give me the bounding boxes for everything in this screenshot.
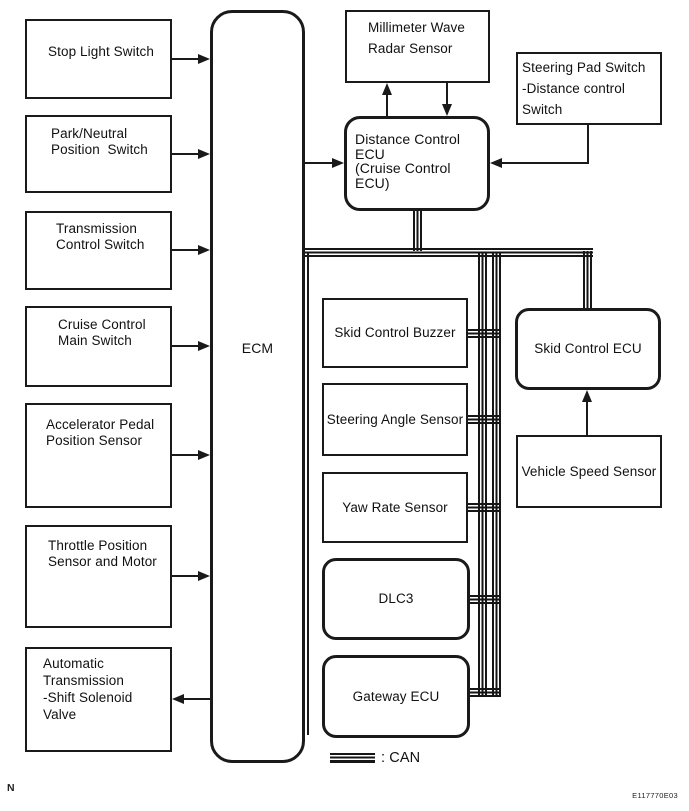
arrowhead-skid-control-ecu xyxy=(582,390,592,402)
arrowhead-stop-light xyxy=(198,54,210,64)
box-stop-light-switch: Stop Light Switch xyxy=(25,19,172,99)
box-accelerator-pedal-position-sensor: Accelerator Pedal Position Sensor xyxy=(25,403,172,508)
arrow-ecm-to-distance-ecu xyxy=(305,162,333,164)
box-label: Gateway ECU xyxy=(352,688,440,704)
box-steering-pad-switch: Steering Pad Switch -Distance control Sw… xyxy=(516,52,662,125)
box-transmission-control-switch: Transmission Control Switch xyxy=(25,211,172,290)
can-bus-drop-to-skid-control-ecu xyxy=(583,251,592,308)
box-label: Skid Control ECU xyxy=(534,341,642,356)
arrow-throttle-to-ecm xyxy=(172,575,199,577)
box-label: Throttle Position Sensor and Motor xyxy=(48,538,157,569)
arrowhead-distance-ecu-left xyxy=(332,158,344,168)
box-label: Steering Angle Sensor xyxy=(326,411,464,427)
can-bus-drop-from-distance-ecu xyxy=(413,209,422,251)
connector-steering-pad-horizontal xyxy=(502,162,589,164)
box-vehicle-speed-sensor: Vehicle Speed Sensor xyxy=(516,435,662,508)
box-skid-control-ecu: Skid Control ECU xyxy=(515,308,661,390)
box-throttle-position-sensor-and-motor: Throttle Position Sensor and Motor xyxy=(25,525,172,628)
box-steering-angle-sensor: Steering Angle Sensor xyxy=(322,383,468,456)
arrow-park-neutral-to-ecm xyxy=(172,153,199,155)
arrow-transmission-to-ecm xyxy=(172,249,199,251)
arrowhead-distance-ecu-down xyxy=(442,104,452,116)
figure-code: E117770E03 xyxy=(632,791,678,800)
box-dlc3: DLC3 xyxy=(322,558,470,640)
box-label: Distance Control ECU (Cruise Control ECU… xyxy=(355,131,461,191)
arrow-vehicle-speed-line xyxy=(586,401,588,435)
box-label: Vehicle Speed Sensor xyxy=(521,463,657,479)
box-label: Accelerator Pedal Position Sensor xyxy=(46,417,155,448)
connector-steering-pad-vertical xyxy=(587,125,589,164)
arrowhead-throttle xyxy=(198,571,210,581)
can-bus-line-along-ecm xyxy=(307,252,309,735)
box-label: Millimeter Wave Radar Sensor xyxy=(368,20,466,56)
arrow-accel-pedal-to-ecm xyxy=(172,454,199,456)
can-bus-vertical-outer xyxy=(492,253,501,697)
box-skid-control-buzzer: Skid Control Buzzer xyxy=(322,298,468,368)
arrowhead-cruise-main xyxy=(198,341,210,351)
box-label: Automatic Transmission -Shift Solenoid V… xyxy=(43,656,133,722)
arrow-radar-to-distance-ecu-line xyxy=(446,83,448,105)
box-ecm: ECM xyxy=(210,10,305,763)
can-legend-label: : CAN xyxy=(381,750,421,766)
can-stub-steering-angle-sensor xyxy=(466,415,500,424)
can-stub-yaw-rate-sensor xyxy=(466,503,500,512)
arrowhead-accel-pedal xyxy=(198,450,210,460)
box-cruise-control-main-switch: Cruise Control Main Switch xyxy=(25,306,172,387)
box-label: Transmission Control Switch xyxy=(56,221,145,252)
arrow-cruise-main-to-ecm xyxy=(172,345,199,347)
ecm-label: ECM xyxy=(241,340,274,356)
box-yaw-rate-sensor: Yaw Rate Sensor xyxy=(322,472,468,543)
page-marker: N xyxy=(7,782,15,794)
box-gateway-ecu: Gateway ECU xyxy=(322,655,470,738)
box-label: DLC3 xyxy=(378,591,414,606)
can-stub-skid-control-buzzer xyxy=(466,329,500,338)
arrowhead-automatic-transmission xyxy=(172,694,184,704)
box-label: Park/Neutral Position Switch xyxy=(51,126,148,157)
arrow-stop-light-to-ecm xyxy=(172,58,199,60)
box-millimeter-wave-radar-sensor: Millimeter Wave Radar Sensor xyxy=(345,10,490,83)
box-automatic-transmission-shift-solenoid: Automatic Transmission -Shift Solenoid V… xyxy=(25,647,172,752)
box-label: Yaw Rate Sensor xyxy=(342,499,448,515)
box-distance-control-ecu: Distance Control ECU (Cruise Control ECU… xyxy=(344,116,490,211)
arrowhead-radar-up xyxy=(382,83,392,95)
can-bus-main-horizontal xyxy=(305,248,593,257)
box-label: Stop Light Switch xyxy=(48,44,155,59)
can-legend-symbol xyxy=(330,753,375,763)
arrowhead-transmission xyxy=(198,245,210,255)
arrowhead-distance-ecu-right xyxy=(490,158,502,168)
arrow-ecm-to-automatic-transmission xyxy=(184,698,210,700)
can-bus-vertical-inner xyxy=(478,253,487,697)
box-label: Steering Pad Switch -Distance control Sw… xyxy=(522,60,646,117)
box-park-neutral-position-switch: Park/Neutral Position Switch xyxy=(25,115,172,193)
box-label: Cruise Control Main Switch xyxy=(58,317,146,348)
can-stub-dlc3 xyxy=(466,595,500,604)
box-label: Skid Control Buzzer xyxy=(334,325,456,340)
arrow-distance-ecu-to-radar-line xyxy=(386,94,388,116)
can-stub-gateway-ecu xyxy=(466,688,500,697)
arrowhead-park-neutral xyxy=(198,149,210,159)
